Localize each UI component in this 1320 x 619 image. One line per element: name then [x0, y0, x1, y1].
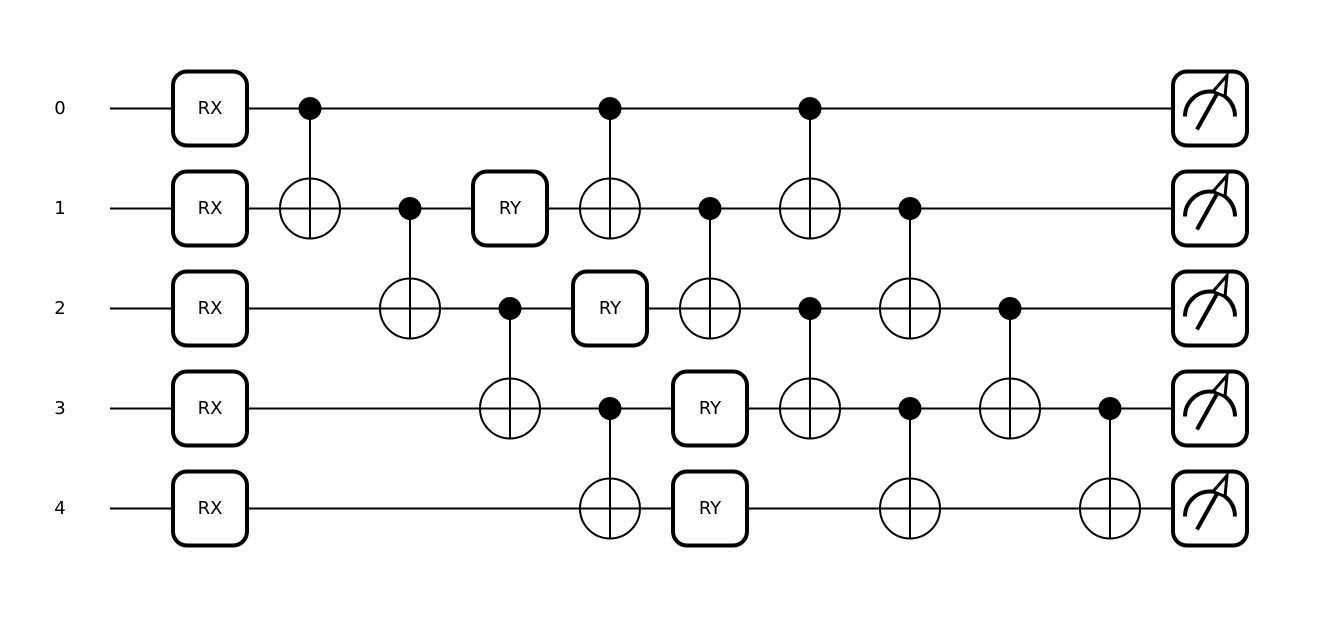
gate-label: RX	[198, 398, 223, 419]
cnot-gate	[979, 297, 1041, 440]
gates-layer: RX RX RX RX RX RY RY RY RY	[171, 69, 1249, 548]
rx-gate: RX	[171, 369, 249, 448]
meter-arc-icon	[1183, 489, 1237, 517]
control-dot	[898, 197, 922, 220]
gate-box	[471, 169, 549, 248]
cnot-gate	[1079, 397, 1141, 540]
ry-gate: RY	[571, 269, 649, 348]
wire-label-1: 1	[54, 198, 65, 219]
meter-arc-icon	[1183, 289, 1237, 317]
gate-label: RX	[198, 498, 223, 519]
gate-box	[171, 369, 249, 448]
control-dot	[398, 197, 422, 220]
rx-gate: RX	[171, 469, 249, 548]
measurement-gate	[1171, 369, 1249, 448]
gate-box	[171, 269, 249, 348]
measurement-gate	[1171, 469, 1249, 548]
gate-box	[171, 169, 249, 248]
measurement-gate	[1171, 69, 1249, 148]
rx-gate: RX	[171, 169, 249, 248]
ry-gate: RY	[671, 469, 749, 548]
gate-box	[671, 469, 749, 548]
control-dot	[1098, 397, 1122, 420]
gate-label: RY	[699, 398, 722, 419]
cnot-gate	[879, 197, 941, 340]
ry-gate: RY	[471, 169, 549, 248]
meter-arrowhead-icon	[1210, 271, 1229, 299]
meter-arrowhead-icon	[1210, 171, 1229, 199]
gate-box	[171, 469, 249, 548]
cnot-gate	[579, 397, 641, 540]
cnot-gate	[579, 97, 641, 240]
meter-arrowhead-icon	[1210, 471, 1229, 499]
wire-label-0: 0	[54, 98, 65, 119]
cnot-gate	[379, 197, 441, 340]
control-dot	[998, 297, 1022, 320]
gate-label: RY	[599, 298, 622, 319]
wire-label-2: 2	[54, 298, 65, 319]
gate-label: RX	[198, 98, 223, 119]
meter-arc-icon	[1183, 189, 1237, 217]
gate-box	[571, 269, 649, 348]
meter-arc-icon	[1183, 89, 1237, 117]
control-dot	[498, 297, 522, 320]
gate-box	[671, 369, 749, 448]
wire-label-3: 3	[54, 398, 65, 419]
cnot-gate	[779, 97, 841, 240]
gate-box	[171, 69, 249, 148]
rx-gate: RX	[171, 269, 249, 348]
ry-gate: RY	[671, 369, 749, 448]
cnot-gate	[779, 297, 841, 440]
cnot-gate	[879, 397, 941, 540]
control-dot	[798, 297, 822, 320]
meter-arc-icon	[1183, 389, 1237, 417]
cnot-gate	[679, 197, 741, 340]
control-dot	[298, 97, 322, 120]
control-dot	[598, 97, 622, 120]
gate-label: RX	[198, 298, 223, 319]
meter-arrowhead-icon	[1210, 371, 1229, 399]
meter-arrowhead-icon	[1210, 71, 1229, 99]
wire-label-4: 4	[54, 498, 65, 519]
cnot-gate	[279, 97, 341, 240]
control-dot	[598, 397, 622, 420]
control-dot	[798, 97, 822, 120]
control-dot	[698, 197, 722, 220]
control-dot	[898, 397, 922, 420]
measurement-gate	[1171, 169, 1249, 248]
cnot-gate	[479, 297, 541, 440]
gate-label: RX	[198, 198, 223, 219]
rx-gate: RX	[171, 69, 249, 148]
measurement-gate	[1171, 269, 1249, 348]
gate-label: RY	[699, 498, 722, 519]
gate-label: RY	[499, 198, 522, 219]
